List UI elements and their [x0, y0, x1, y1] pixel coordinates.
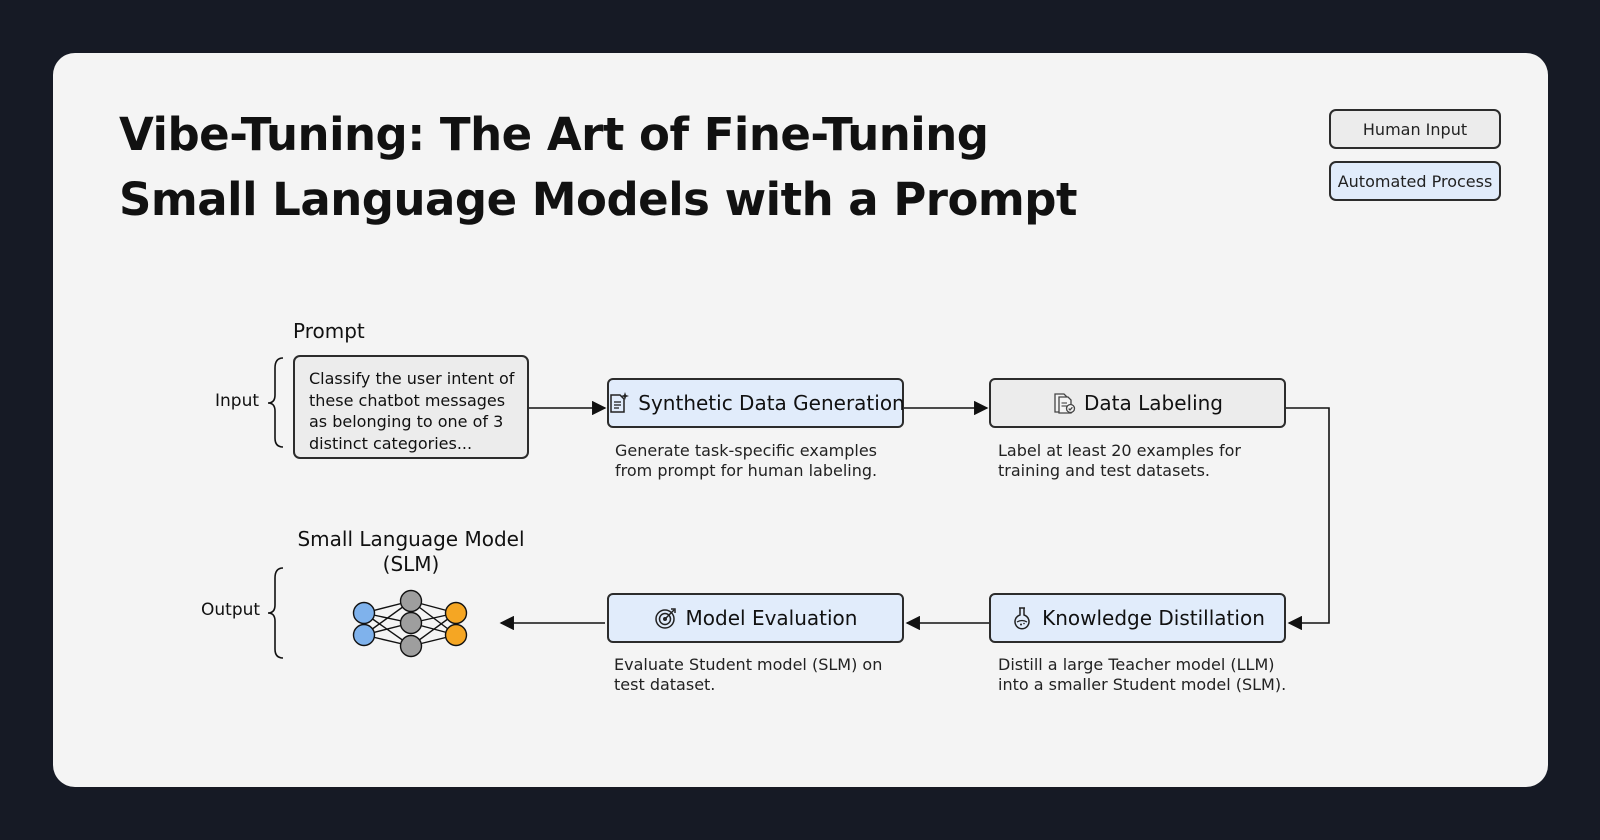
step-knowledge-distillation: Knowledge Distillation — [989, 593, 1286, 643]
slm-caption: Small Language Model (SLM) — [293, 527, 529, 577]
legend-human-input: Human Input — [1329, 109, 1501, 149]
step-data-labeling: Data Labeling — [989, 378, 1286, 428]
legend-automated-process: Automated Process — [1329, 161, 1501, 201]
step-label: Model Evaluation — [685, 606, 858, 630]
hidden-node — [399, 634, 423, 658]
sparkle-document-icon — [610, 392, 630, 413]
step-model-evaluation: Model Evaluation — [607, 593, 904, 643]
step-label: Synthetic Data Generation — [638, 391, 905, 415]
diagram-title-line-2: Small Language Models with a Prompt — [119, 173, 1078, 226]
description-line: Label at least 20 examples for — [998, 441, 1241, 460]
step-label: Knowledge Distillation — [1042, 606, 1265, 630]
input-label: Input — [215, 391, 260, 411]
input-node — [352, 601, 376, 625]
description-line: Distill a large Teacher model (LLM) — [998, 655, 1275, 674]
arrow-labeling-to-distillation — [1286, 407, 1330, 631]
step-description: Evaluate Student model (SLM) on test dat… — [614, 655, 882, 695]
prompt-box: Classify the user intent of these chatbo… — [293, 355, 529, 459]
hidden-node — [399, 589, 423, 613]
step-description: Distill a large Teacher model (LLM) into… — [998, 655, 1286, 695]
neural-network-icon — [352, 589, 468, 658]
hidden-node — [399, 611, 423, 635]
flask-icon — [1014, 607, 1030, 630]
prompt-heading: Prompt — [293, 319, 365, 343]
step-label: Data Labeling — [1084, 391, 1223, 415]
slm-caption-line-2: (SLM) — [382, 552, 440, 576]
input-node — [352, 623, 376, 647]
target-icon — [654, 608, 676, 629]
description-line: Evaluate Student model (SLM) on — [614, 655, 883, 674]
step-synthetic-data-generation: Synthetic Data Generation — [607, 378, 905, 428]
diagram-title-line-1: Vibe-Tuning: The Art of Fine-Tuning — [119, 108, 989, 161]
output-label: Output — [201, 600, 261, 620]
description-line: training and test datasets. — [998, 461, 1210, 480]
output-brace — [267, 567, 284, 659]
connector-layer — [267, 357, 1330, 659]
diagram-card: Vibe-Tuning: The Art of Fine-Tuning Smal… — [53, 53, 1548, 787]
step-description: Generate task-specific examples from pro… — [615, 441, 877, 481]
input-brace — [267, 357, 284, 448]
documents-check-icon — [1054, 393, 1076, 414]
step-description: Label at least 20 examples for training … — [998, 441, 1241, 481]
output-node — [444, 623, 468, 647]
description-line: test dataset. — [614, 675, 716, 694]
description-line: into a smaller Student model (SLM). — [998, 675, 1287, 694]
description-line: from prompt for human labeling. — [615, 461, 878, 480]
description-line: Generate task-specific examples — [615, 441, 878, 460]
slm-caption-line-1: Small Language Model — [297, 527, 525, 551]
output-node — [444, 601, 468, 625]
